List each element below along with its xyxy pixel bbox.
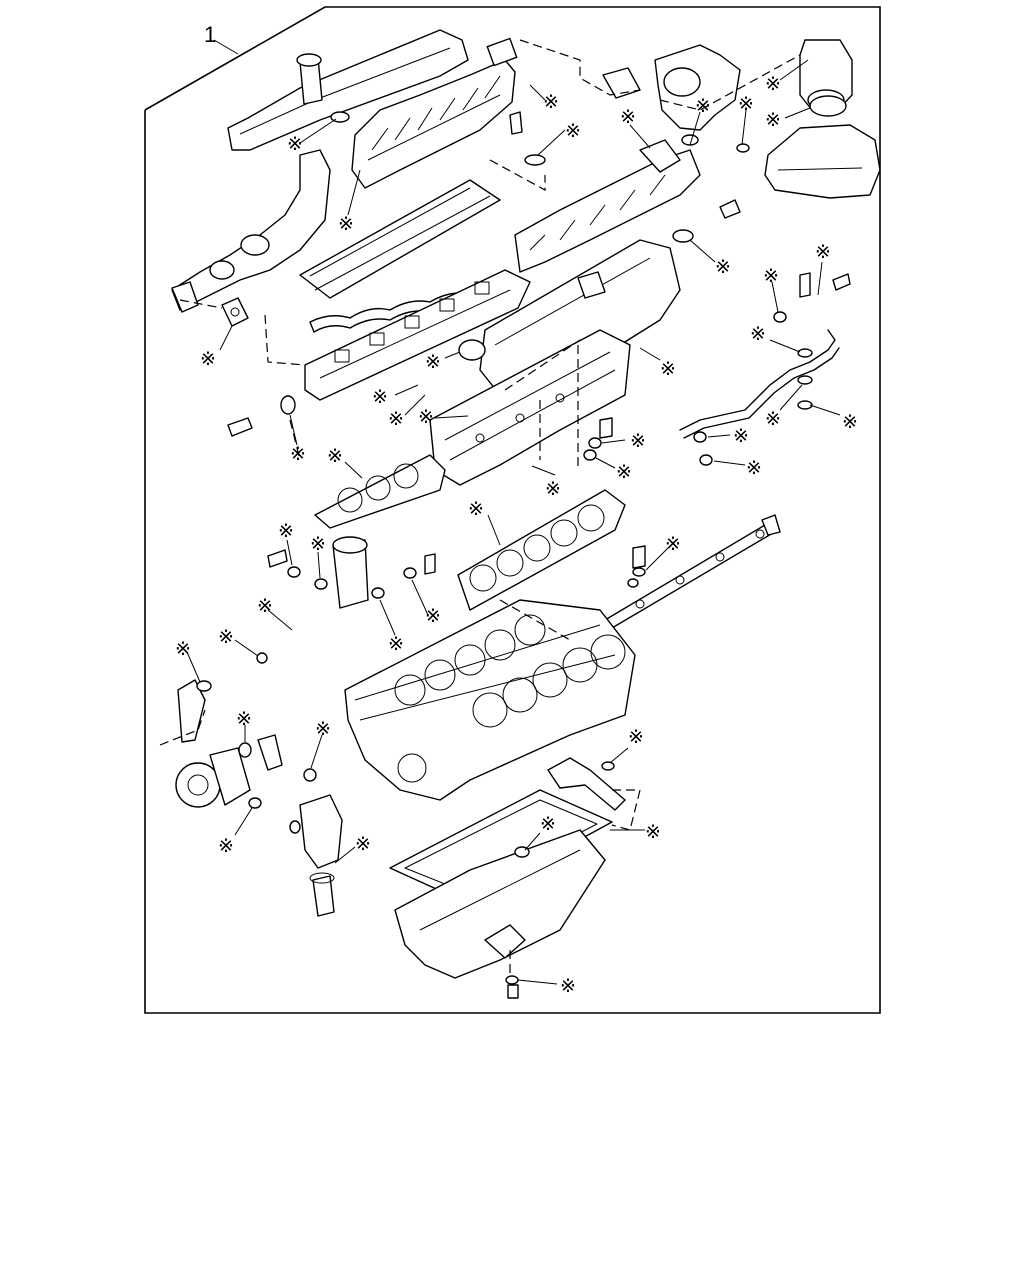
coolant-pipe [177,679,283,771]
kit-mark: ※ [620,106,636,128]
assembly-lines [159,39,801,978]
kit-mark: ※ [733,425,749,447]
exhaust-flange-gasket [221,297,249,327]
kit-mark: ※ [257,595,273,617]
kit-mark: ※ [763,265,779,287]
kit-mark: ※ [746,457,762,479]
kit-mark: ※ [695,95,711,117]
valve-cover [479,239,681,396]
kit-mark: ※ [616,461,632,483]
kit-mark: ※ [545,478,561,500]
kit-marks: ※ ※ ※ ※ ※ ※ ※ ※ ※ ※ ※ ※ ※ ※ ※ ※ ※ ※ ※ [175,59,858,997]
kit-mark: ※ [715,256,731,278]
turbo-elbow [602,44,741,131]
bolts [227,111,851,999]
kit-mark: ※ [842,411,858,433]
kit-mark: ※ [236,708,252,730]
kit-mark: ※ [630,430,646,452]
kit-mark: ※ [355,833,371,855]
kit-mark: ※ [218,835,234,857]
kit-mark: ※ [327,445,343,467]
kit-mark: ※ [468,498,484,520]
kit-mark: ※ [278,520,294,542]
kit-mark: ※ [200,348,216,370]
kit-mark: ※ [287,133,303,155]
kit-mark: ※ [372,386,388,408]
kit-mark: ※ [815,241,831,263]
washers-and-seals [196,111,813,985]
kit-mark: ※ [628,726,644,748]
kit-mark: ※ [750,323,766,345]
kit-mark: ※ [765,73,781,95]
head-gasket-left [314,454,446,529]
kit-mark: ※ [425,351,441,373]
kit-mark: ※ [218,626,234,648]
kit-mark: ※ [388,633,404,655]
kit-mark: ※ [765,109,781,131]
kit-mark: ※ [425,605,441,627]
kit-mark: ※ [418,406,434,428]
air-inlet-hose [764,124,881,199]
kit-mark: ※ [175,638,191,660]
water-pump [175,747,251,808]
part-number-callout: 1 [204,22,239,55]
exhaust-manifold [171,149,331,313]
kit-mark: ※ [540,813,556,835]
oil-pickup [547,757,626,811]
intake-manifold [351,37,518,189]
air-inlet-housing [799,39,853,117]
kit-mark: ※ [560,975,576,997]
head-gasket-right [457,489,626,611]
kit-frame [144,6,881,1014]
intake-pipe [227,29,469,151]
intake-manifold-gasket [299,179,501,299]
kit-mark: ※ [315,718,331,740]
kit-mark: ※ [738,93,754,115]
thermostat-housing [299,794,343,917]
kit-mark: ※ [665,533,681,555]
part-number-label: 1 [204,22,216,47]
kit-mark: ※ [543,91,559,113]
oil-line [679,329,840,439]
kit-mark: ※ [660,358,676,380]
oil-filter [332,536,369,609]
kit-mark: ※ [765,408,781,430]
kit-mark: ※ [290,443,306,465]
exhaust-manifold-gasket [304,269,531,401]
camshaft [604,514,781,629]
kit-mark: ※ [338,213,354,235]
kit-mark: ※ [565,120,581,142]
kit-mark: ※ [388,408,404,430]
kit-mark: ※ [310,533,326,555]
kit-mark: ※ [645,821,661,843]
engine-block [344,599,636,801]
